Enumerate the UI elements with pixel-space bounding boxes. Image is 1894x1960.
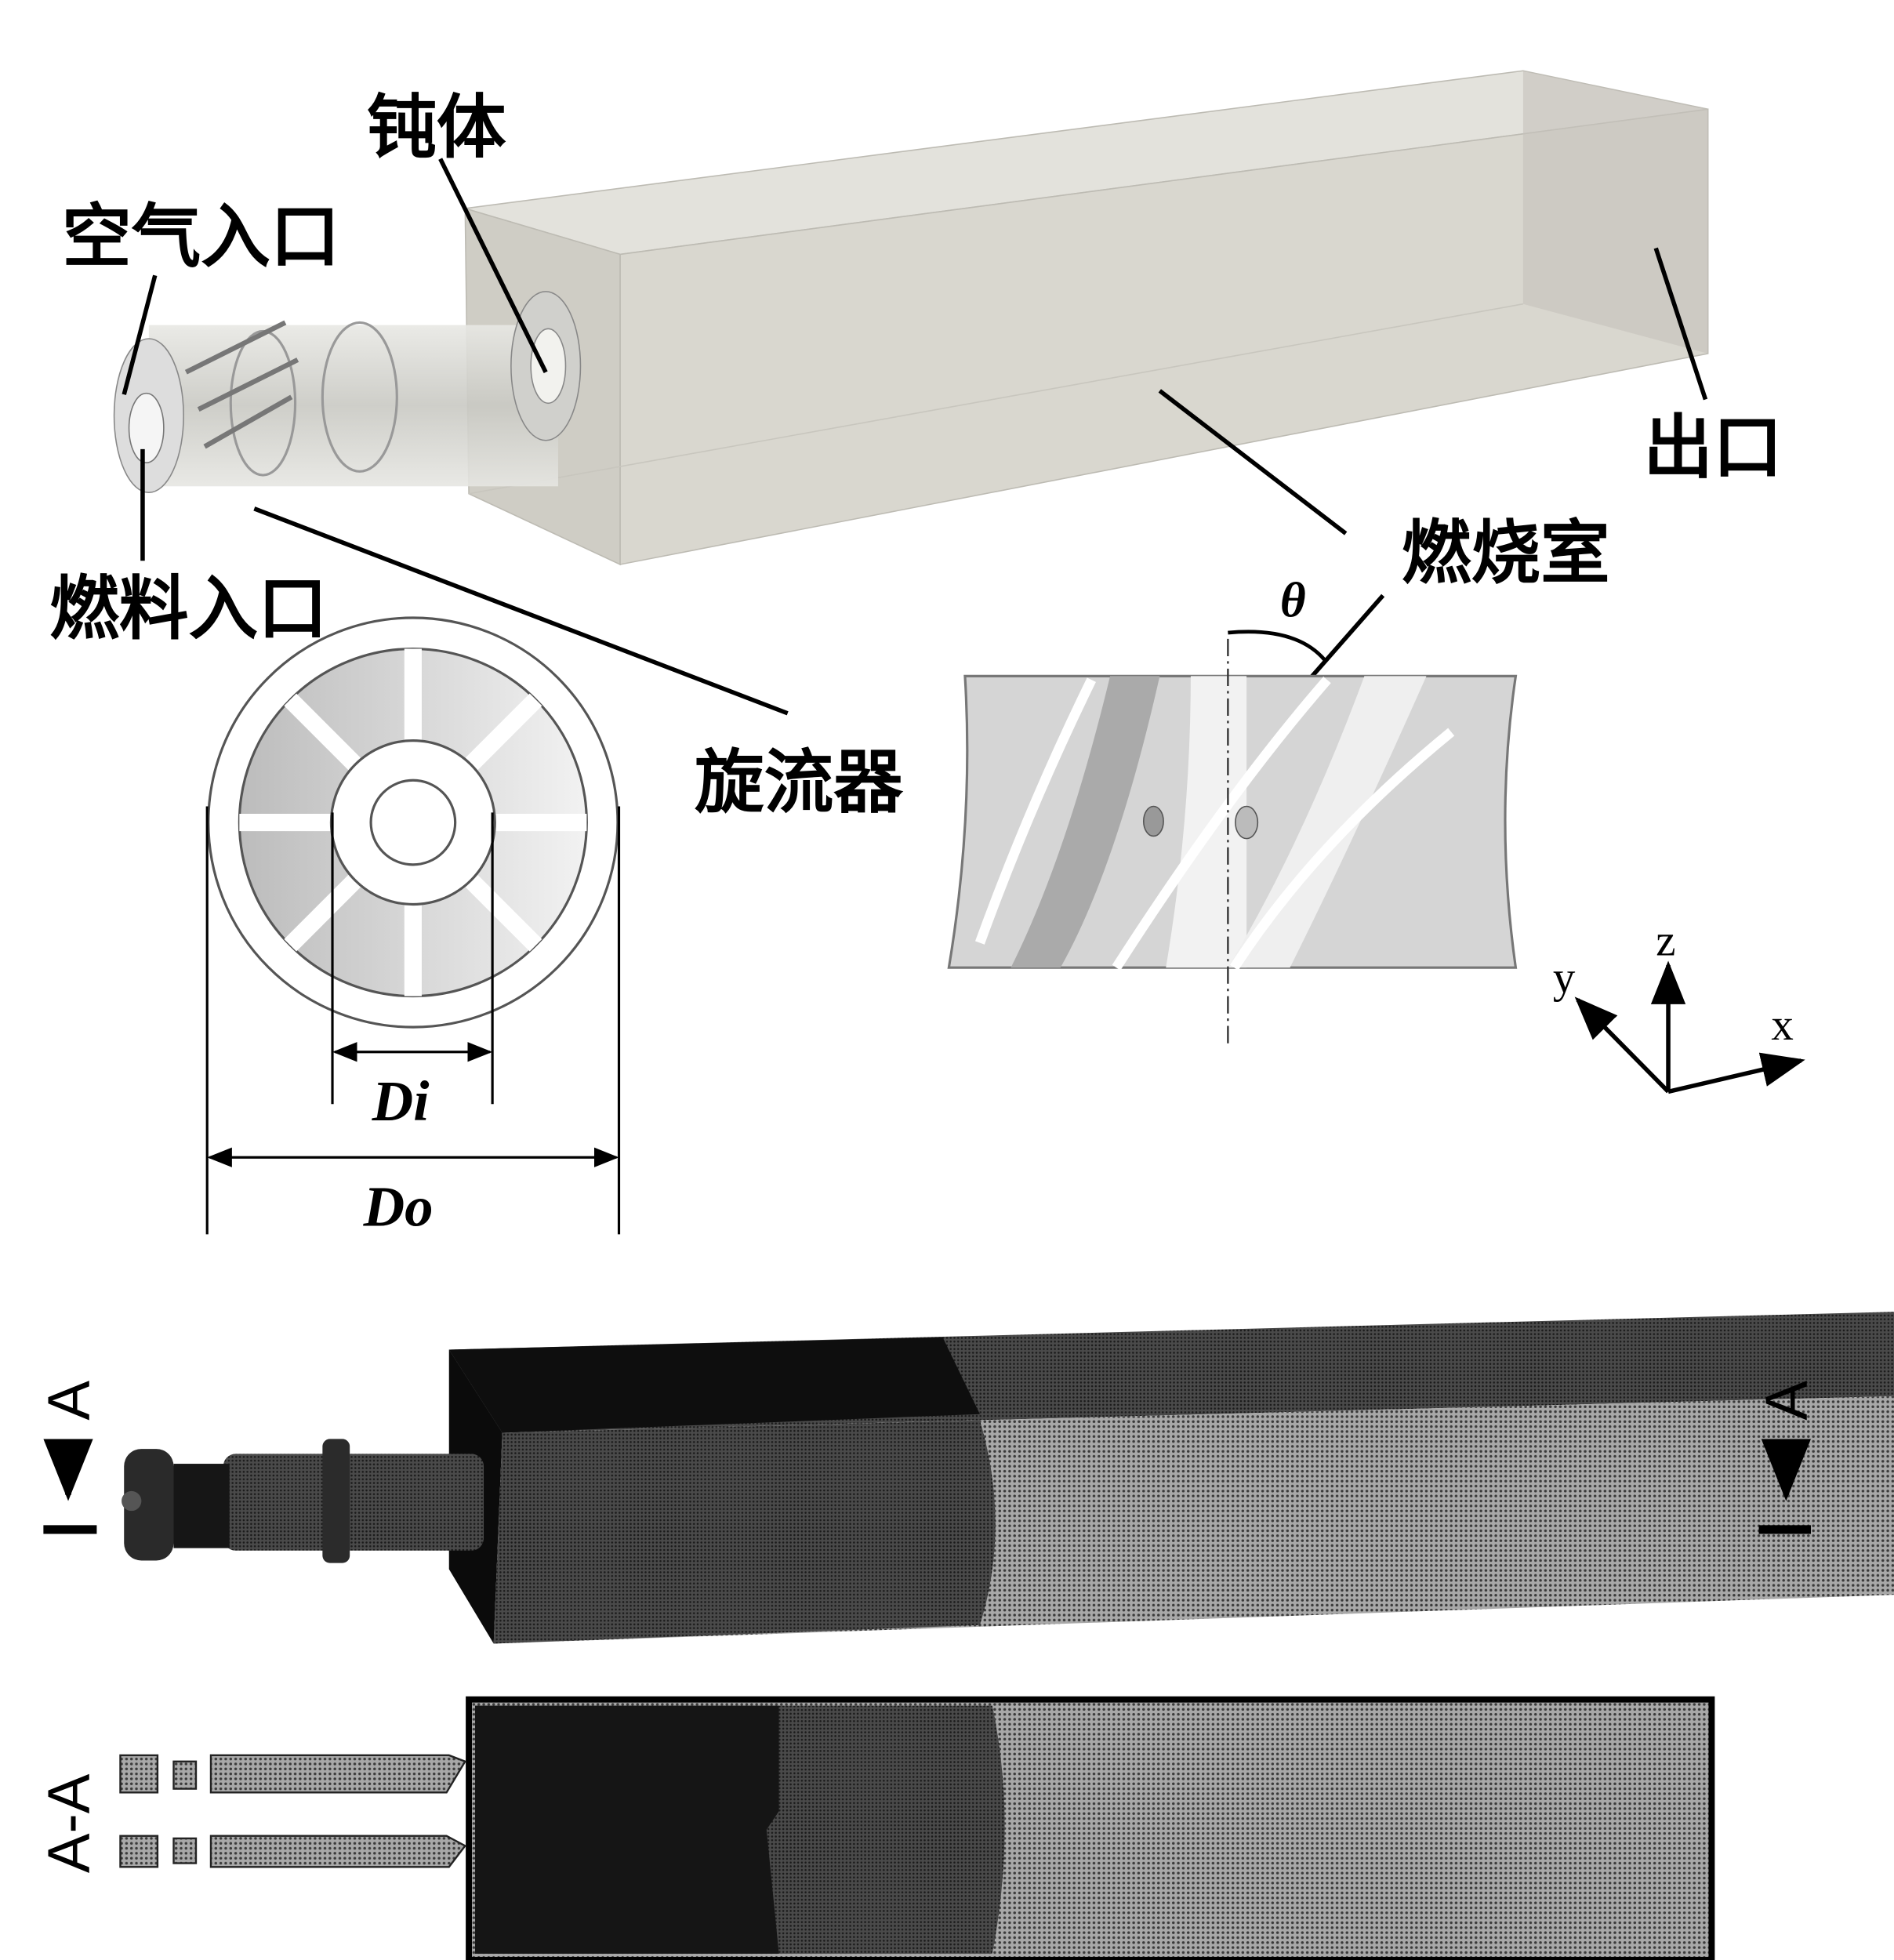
axis-y: y — [1553, 953, 1576, 1003]
label-fuel-inlet: 燃料入口 — [49, 568, 327, 649]
section-marker-right: A — [1754, 1381, 1820, 1534]
axis-x: x — [1771, 1000, 1793, 1050]
label-swirler: 旋流器 — [695, 742, 904, 822]
coordinate-axes: z x y — [1553, 916, 1805, 1094]
section-marker-right-label: A — [1754, 1381, 1820, 1421]
mesh-3d-view — [122, 1312, 1894, 1644]
swirler-nozzle-3d — [113, 291, 582, 493]
mesh-section-aa: A-A — [36, 1696, 1715, 1960]
swirler-front-view: Di Do — [205, 616, 621, 1238]
dim-do: Do — [363, 1174, 434, 1238]
dim-di: Di — [372, 1069, 430, 1133]
combustor-geometry — [464, 70, 1709, 566]
section-marker-left: A — [36, 1381, 103, 1534]
label-combustor: 燃烧室 — [1402, 513, 1610, 593]
axis-z: z — [1656, 916, 1675, 965]
label-air-inlet: 空气入口 — [62, 196, 339, 277]
section-label-aa: A-A — [36, 1773, 103, 1873]
leader-lines — [122, 158, 1708, 781]
label-outlet: 出口 — [1643, 407, 1782, 488]
label-bluff-body: 钝体 — [367, 87, 506, 168]
section-marker-left-label: A — [36, 1381, 103, 1421]
angle-theta: θ — [1280, 572, 1306, 627]
swirler-side-view: θ — [947, 572, 1518, 1049]
